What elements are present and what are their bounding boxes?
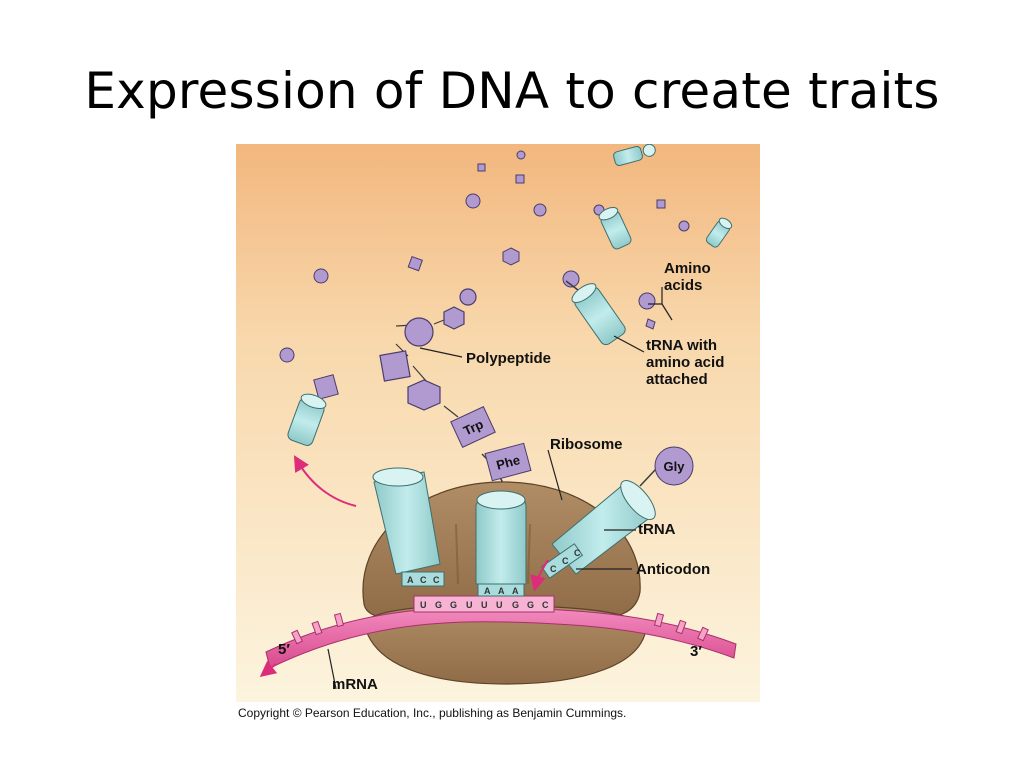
copyright-notice: Copyright © Pearson Education, Inc., pub… [238,706,627,720]
anticodon-base: C [562,556,569,566]
anticodon-base: C [433,575,440,585]
amino-acid-trp: Trp [450,406,496,448]
codon-base: U [496,600,503,610]
translation-diagram: Trp Phe U G G U U U G G C [236,144,760,702]
amino-acid-gly: Gly [654,446,694,486]
slide-title: Expression of DNA to create traits [84,62,940,120]
anticodon-base: C [550,564,557,574]
amino-acid-phe: Phe [484,442,532,482]
codon-base: G [435,600,442,610]
label-polypeptide: Polypeptide [466,350,551,367]
anticodon-base: A [484,586,491,596]
trna-right: C C C [530,468,657,592]
anticodon-base: A [407,575,414,585]
label-five-prime: 5′ [278,641,290,658]
anticodon-base: A [498,586,505,596]
label-trna-attached-3: attached [646,371,708,388]
floating-trna-2 [598,206,632,250]
codon-row: U G G U U U G G C [413,595,555,613]
label-three-prime: 3′ [690,643,702,660]
anticodon-base: A [512,586,519,596]
label-anticodon: Anticodon [636,561,710,578]
label-ribosome: Ribosome [550,436,623,453]
label-mrna: mRNA [332,676,378,693]
trna-left: A C C [372,467,445,587]
gly-tag: Gly [664,459,686,474]
anticodon-base: C [420,575,427,585]
codon-base: G [512,600,519,610]
codon-base: C [542,600,549,610]
departing-trna [287,374,357,507]
trna-with-amino-acid [565,280,626,346]
label-trna-attached-1: tRNA with [646,337,717,354]
floating-trna-3 [705,217,733,248]
label-trna: tRNA [638,521,676,538]
codon-base: G [450,600,457,610]
phe-tag: Phe [495,452,522,473]
label-amino-acids-1: Amino [664,260,711,277]
polypeptide-chain [379,288,506,489]
codon-base: U [466,600,473,610]
anticodon-base: C [574,548,581,558]
leader-lines [327,287,673,690]
trna-middle: A A A [475,490,527,597]
floating-trna-1 [613,144,656,166]
label-trna-attached-2: amino acid [646,354,724,371]
codon-base: U [420,600,427,610]
codon-base: U [481,600,488,610]
free-amino-acids [279,150,690,363]
label-amino-acids-2: acids [664,277,702,294]
codon-base: G [527,600,534,610]
